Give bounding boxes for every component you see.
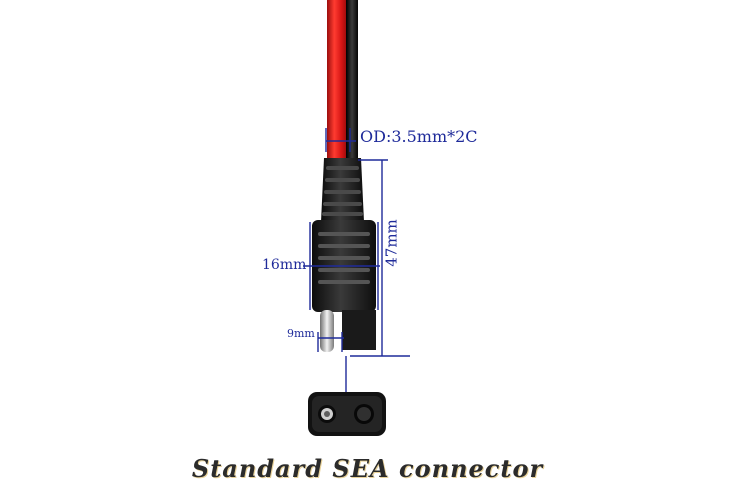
black-wire (346, 0, 358, 160)
strain-relief (321, 158, 364, 222)
connector-end-view (308, 392, 386, 436)
wire-pair (327, 0, 358, 160)
product-caption: Standard SEA connector (191, 454, 544, 483)
width-label: 16mm (262, 257, 307, 273)
dimension-lines (303, 128, 410, 392)
pin-length-label: 9mm (287, 327, 315, 340)
outer-diameter-label: OD:3.5mm*2C (360, 127, 478, 146)
metal-pin (320, 310, 334, 352)
length-label: 47mm (382, 219, 401, 267)
red-wire (327, 0, 348, 160)
